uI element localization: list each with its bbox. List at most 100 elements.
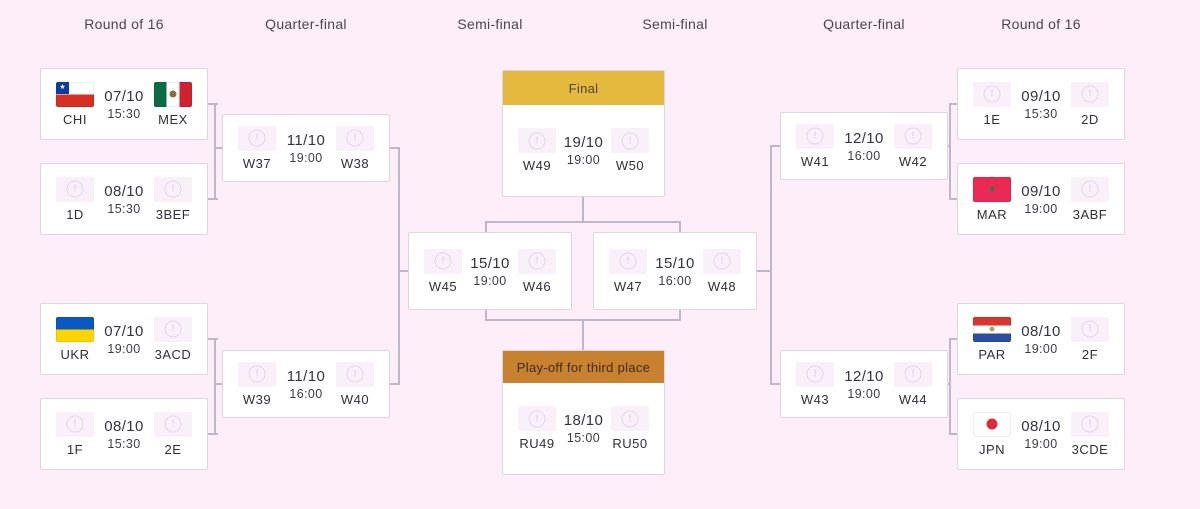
placeholder-flag-icon xyxy=(610,128,649,153)
column-header-round-of-16-left: Round of 16 xyxy=(84,16,164,32)
team-code: W38 xyxy=(340,155,370,171)
match-date: 09/10 xyxy=(1021,182,1061,200)
team-code: JPN xyxy=(978,441,1006,457)
team-code: W47 xyxy=(613,278,643,294)
match-time: 15:30 xyxy=(107,201,141,216)
connector-line xyxy=(949,198,957,200)
team-code: 3ABF xyxy=(1072,206,1108,222)
match-date: 09/10 xyxy=(1021,87,1061,105)
connector-line xyxy=(582,319,584,350)
match-date: 08/10 xyxy=(1021,322,1061,340)
match-time: 15:30 xyxy=(107,436,141,451)
match-date: 08/10 xyxy=(1021,417,1061,435)
placeholder-flag-icon xyxy=(893,361,932,387)
connector-line xyxy=(208,338,218,340)
third-place-header: Play-off for third place xyxy=(503,351,664,383)
match-date: 12/10 xyxy=(844,367,884,385)
chile-flag-icon xyxy=(56,81,94,107)
placeholder-flag-icon xyxy=(336,361,374,387)
connector-line xyxy=(398,270,408,272)
placeholder-flag-icon xyxy=(796,123,834,149)
placeholder-flag-icon xyxy=(518,128,556,153)
connector-line xyxy=(214,103,216,200)
connector-line xyxy=(949,103,957,105)
connector-line xyxy=(485,221,487,232)
placeholder-flag-icon xyxy=(336,125,374,151)
connector-line xyxy=(214,338,216,435)
team-code: W37 xyxy=(242,155,272,171)
connector-line xyxy=(390,147,400,149)
match-time: 16:00 xyxy=(658,273,692,288)
connector-line xyxy=(398,147,400,385)
placeholder-flag-icon xyxy=(153,316,192,342)
match-date: 08/10 xyxy=(104,182,144,200)
match-time: 19:00 xyxy=(289,150,323,165)
match-time: 19:00 xyxy=(1024,201,1058,216)
team-code: 1F xyxy=(66,441,84,457)
placeholder-flag-icon xyxy=(517,248,556,274)
connector-line xyxy=(949,103,951,200)
match-date: 19/10 xyxy=(563,134,604,151)
column-header-round-of-16-right: Round of 16 xyxy=(1001,16,1081,32)
placeholder-flag-icon xyxy=(238,361,276,387)
team-code: CHI xyxy=(63,111,87,127)
placeholder-flag-icon xyxy=(1070,316,1109,342)
connector-line xyxy=(770,145,780,147)
connector-line xyxy=(946,383,951,385)
placeholder-flag-icon xyxy=(702,248,741,274)
placeholder-flag-icon xyxy=(609,248,647,274)
team-code: W41 xyxy=(800,153,830,169)
team-code: W43 xyxy=(800,391,830,407)
placeholder-flag-icon xyxy=(238,125,276,151)
team-code: MAR xyxy=(976,206,1008,222)
connector-line xyxy=(208,198,218,200)
placeholder-flag-icon xyxy=(153,176,192,202)
connector-line xyxy=(582,197,584,223)
connector-line xyxy=(390,383,400,385)
connector-line xyxy=(214,383,222,385)
team-code: W44 xyxy=(898,391,928,407)
placeholder-flag-icon xyxy=(1070,81,1109,107)
match-time: 19:00 xyxy=(566,153,601,167)
column-header-semi-final-left: Semi-final xyxy=(457,16,523,32)
team-code: 1E xyxy=(983,111,1001,127)
japan-flag-icon xyxy=(973,411,1011,437)
match-date: 07/10 xyxy=(104,322,144,340)
placeholder-flag-icon xyxy=(1070,411,1109,437)
final-header: Final xyxy=(503,71,664,105)
team-code: 3BEF xyxy=(155,206,191,222)
match-date: 08/10 xyxy=(104,417,144,435)
placeholder-flag-icon xyxy=(56,176,94,202)
team-code: RU49 xyxy=(519,436,555,451)
team-code: UKR xyxy=(60,346,90,362)
match-date: 15/10 xyxy=(655,254,695,272)
team-code: 2F xyxy=(1081,346,1099,362)
placeholder-flag-icon xyxy=(424,248,462,274)
placeholder-flag-icon xyxy=(56,411,94,437)
placeholder-flag-icon xyxy=(610,406,649,431)
column-header-quarter-final-right: Quarter-final xyxy=(823,16,905,32)
connector-line xyxy=(770,383,780,385)
third-place-card[interactable]: Play-off for third place RU49 18/1015:00… xyxy=(502,350,665,475)
column-header-quarter-final-left: Quarter-final xyxy=(265,16,347,32)
team-code: 1D xyxy=(66,206,84,222)
placeholder-flag-icon xyxy=(973,81,1011,107)
